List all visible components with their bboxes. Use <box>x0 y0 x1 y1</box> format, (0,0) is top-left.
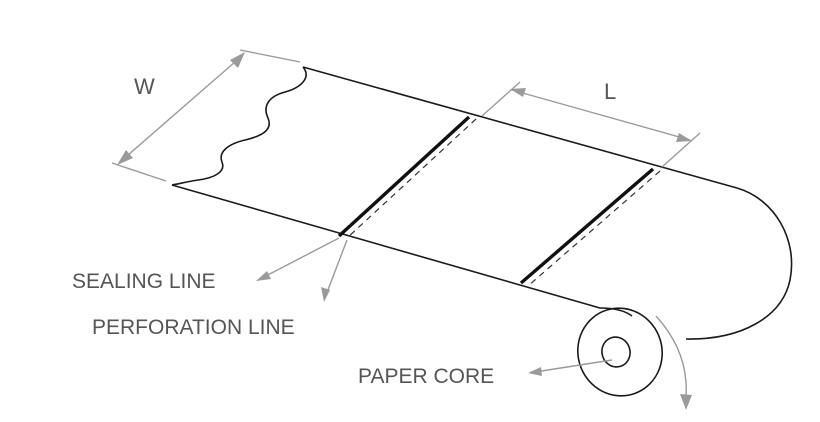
rotation-arrow <box>655 315 692 410</box>
length-ext-right <box>661 132 701 168</box>
perforation-line-2 <box>527 170 661 287</box>
perforation-leader <box>325 239 348 296</box>
paper-core-label: PAPER CORE <box>358 365 494 388</box>
rotation-arc <box>655 315 687 397</box>
width-dimension <box>111 49 301 182</box>
length-arrow-right <box>676 133 692 142</box>
sealing-leader-arrow <box>256 271 271 281</box>
width-ext-top <box>239 49 301 63</box>
rotation-arrowhead <box>680 394 692 410</box>
sealing-leader <box>261 237 340 279</box>
width-ext-bottom <box>111 162 167 182</box>
sealing-line-1 <box>337 115 471 238</box>
core-leader-arrow <box>528 367 542 376</box>
width-label: W <box>134 74 155 99</box>
paper-sheet <box>171 66 738 309</box>
roll-bottom-wrap <box>599 307 633 317</box>
length-ext-left <box>481 81 521 117</box>
perforation-leader-arrow <box>321 287 330 302</box>
torn-edge <box>171 66 307 186</box>
sealing-line-2 <box>519 167 655 285</box>
sealing-line-label: SEALING LINE <box>72 270 216 293</box>
width-arrow-top <box>230 52 245 68</box>
length-dimension <box>481 81 701 168</box>
width-arrow-bottom <box>117 150 133 165</box>
perforation-lines <box>346 118 661 287</box>
roll-cylinder <box>577 187 793 397</box>
sealing-lines <box>337 115 655 285</box>
length-dim-line <box>511 89 691 141</box>
roll-outer-curve <box>685 187 793 340</box>
roll-end-face <box>577 307 663 397</box>
length-arrow-left <box>510 88 526 97</box>
perforation-line-label: PERFORATION LINE <box>92 316 295 339</box>
paper-core <box>601 336 631 368</box>
core-leader <box>534 359 613 373</box>
perforation-line-1 <box>346 118 477 239</box>
sheet-bottom-edge <box>171 184 601 309</box>
leaders <box>256 237 613 376</box>
sheet-top-edge <box>302 66 738 189</box>
width-dim-line <box>119 54 244 163</box>
length-label: L <box>604 79 616 104</box>
